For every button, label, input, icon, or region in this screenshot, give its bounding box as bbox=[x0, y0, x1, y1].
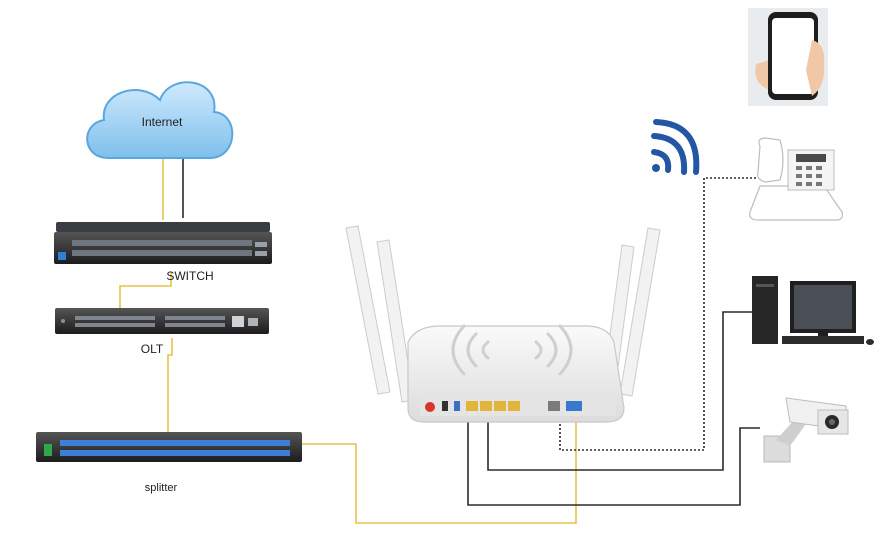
splitter-label: splitter bbox=[145, 482, 178, 494]
router-wifi-emblem-icon bbox=[451, 324, 573, 376]
olt-label: OLT bbox=[141, 342, 164, 356]
security-camera-icon bbox=[763, 397, 849, 463]
fiber-cable-switch-olt bbox=[119, 272, 172, 308]
internet-label: Internet bbox=[142, 115, 183, 129]
switch-label: SWITCH bbox=[166, 269, 213, 283]
olt-device-icon bbox=[55, 308, 269, 334]
switch-device-icon bbox=[54, 222, 272, 264]
ethernet-cable-pc bbox=[487, 311, 752, 471]
cables bbox=[119, 158, 760, 524]
splitter-device-icon bbox=[36, 432, 302, 462]
fiber-cable-olt-splitter bbox=[167, 338, 173, 432]
phone-line-cable bbox=[559, 177, 756, 451]
telephone-icon bbox=[749, 137, 843, 221]
internet-cloud-icon: Internet bbox=[86, 81, 234, 159]
wifi-signal-icon bbox=[651, 119, 700, 175]
smartphone-icon bbox=[748, 8, 828, 106]
router-device-icon bbox=[345, 225, 661, 423]
ethernet-cable-camera bbox=[467, 414, 760, 506]
desktop-computer-icon bbox=[752, 276, 874, 345]
fiber-cable-splitter-router bbox=[300, 412, 577, 524]
